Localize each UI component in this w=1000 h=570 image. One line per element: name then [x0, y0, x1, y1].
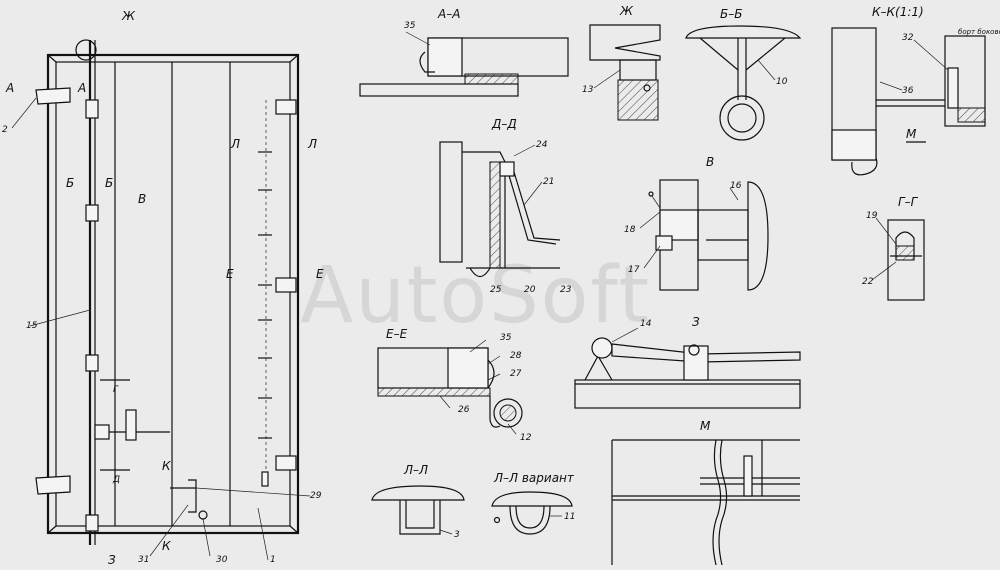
callout-14: 14 [640, 319, 652, 329]
callout-23: 23 [560, 285, 572, 295]
title-section-gg: Г–Г [898, 195, 919, 209]
title-view-v: В [706, 155, 714, 169]
callout-29: 29 [310, 491, 322, 501]
mark-a-left: А [5, 81, 14, 95]
callout-13: 13 [582, 85, 594, 95]
callout-1: 1 [270, 555, 276, 565]
callout-20: 20 [524, 285, 536, 295]
mark-k-bottom: К [162, 539, 171, 553]
callout-21: 21 [543, 177, 554, 187]
mark-d-left: Д [112, 475, 120, 485]
callout-11: 11 [564, 512, 575, 522]
callout-24: 24 [536, 140, 548, 150]
mark-z-bottom: З [108, 553, 116, 567]
callout-26: 26 [458, 405, 470, 415]
view-v [648, 179, 769, 291]
mark-l-left: Л [230, 137, 240, 151]
section-ll-variant [491, 491, 573, 535]
title-section-bb: Б–Б [720, 7, 742, 21]
section-gg [887, 219, 925, 301]
section-ee [377, 347, 523, 428]
view-zh [589, 24, 661, 121]
mark-e-right: Е [316, 267, 324, 281]
mark-b-right: Б [105, 176, 113, 190]
title-section-kk: К–К(1:1) [872, 5, 924, 19]
mark-b-left: Б [66, 176, 74, 190]
callout-10: 10 [776, 77, 788, 87]
callout-35-ee: 35 [500, 333, 512, 343]
mark-m-arrow: М [906, 127, 917, 141]
mark-g-left: Г [113, 385, 119, 395]
section-ll [371, 485, 465, 535]
mark-zh-top: Ж [121, 9, 136, 23]
callout-35-aa: 35 [404, 21, 416, 31]
title-view-m: М [700, 419, 711, 433]
view-m [611, 439, 800, 566]
main-door-view [35, 39, 300, 545]
mark-a-right: А [77, 81, 86, 95]
callout-16: 16 [730, 181, 742, 191]
title-section-ee: Е–Е [386, 327, 408, 341]
callout-25: 25 [490, 285, 502, 295]
callout-18: 18 [624, 225, 636, 235]
callout-22: 22 [862, 277, 874, 287]
callout-2: 2 [2, 125, 8, 135]
note-board: борт боковой [958, 28, 1000, 36]
callout-36: 36 [902, 86, 914, 96]
callout-19: 19 [866, 211, 878, 221]
callout-31: 31 [138, 555, 149, 565]
section-bb [685, 25, 802, 141]
title-section-aa: А–А [437, 7, 460, 21]
callout-12: 12 [520, 433, 532, 443]
title-view-zh: Ж [619, 4, 634, 18]
callout-3: 3 [454, 530, 460, 540]
callout-27: 27 [510, 369, 522, 379]
callout-15: 15 [26, 321, 38, 331]
mark-e-left: Е [226, 267, 234, 281]
callout-32: 32 [902, 33, 914, 43]
view-z [574, 337, 801, 409]
watermark: AutoSoft [300, 251, 651, 341]
mark-v-arrow: В [138, 192, 146, 206]
section-aa [359, 37, 569, 97]
section-dd [439, 141, 561, 278]
callout-28: 28 [510, 351, 522, 361]
mark-k-top: К [162, 459, 171, 473]
title-section-ll-variant: Л–Л вариант [493, 471, 575, 485]
section-kk [831, 27, 986, 176]
title-section-ll: Л–Л [403, 463, 428, 477]
title-section-dd: Д–Д [491, 117, 517, 131]
callout-17: 17 [628, 265, 640, 275]
title-view-z: З [692, 315, 700, 329]
mark-l-right: Л [307, 137, 317, 151]
callout-30: 30 [216, 555, 228, 565]
